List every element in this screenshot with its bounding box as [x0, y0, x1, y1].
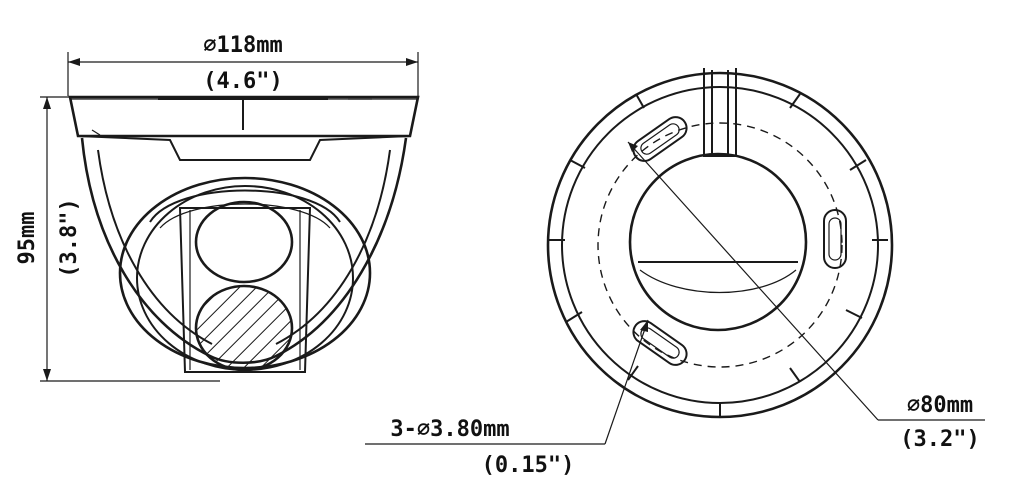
cable-notch [703, 68, 737, 157]
center-opening [628, 152, 808, 332]
mounting-circle [597, 122, 843, 368]
mount-base [68, 95, 420, 161]
ir-sensor [194, 200, 294, 284]
mounting-hole-1 [632, 116, 688, 162]
height-mm-label: 95mm [15, 212, 40, 265]
hole-leader [365, 319, 649, 445]
width-dimension-line [67, 52, 419, 96]
holes-mm-label: 3-∅3.80mm [390, 417, 509, 442]
side-view: ∅118mm (4.6") 95mm (3.8") [15, 33, 420, 382]
outer-ribs [548, 93, 888, 416]
outer-in-label: (3.2") [900, 427, 979, 452]
holes-in-label: (0.15") [482, 453, 575, 478]
outer-ring [546, 71, 894, 419]
width-in-label: (4.6") [203, 69, 282, 94]
mounting-hole-2 [823, 209, 847, 269]
width-mm-label: ∅118mm [203, 33, 282, 58]
bottom-view: ∅80mm (3.2") 3-∅3.80mm (0.15") [365, 68, 985, 478]
lens [194, 284, 294, 372]
height-in-label: (3.8") [57, 198, 82, 277]
outer-mm-label: ∅80mm [907, 393, 973, 418]
diameter-leader [627, 141, 985, 421]
camera-eyeball [118, 176, 372, 373]
